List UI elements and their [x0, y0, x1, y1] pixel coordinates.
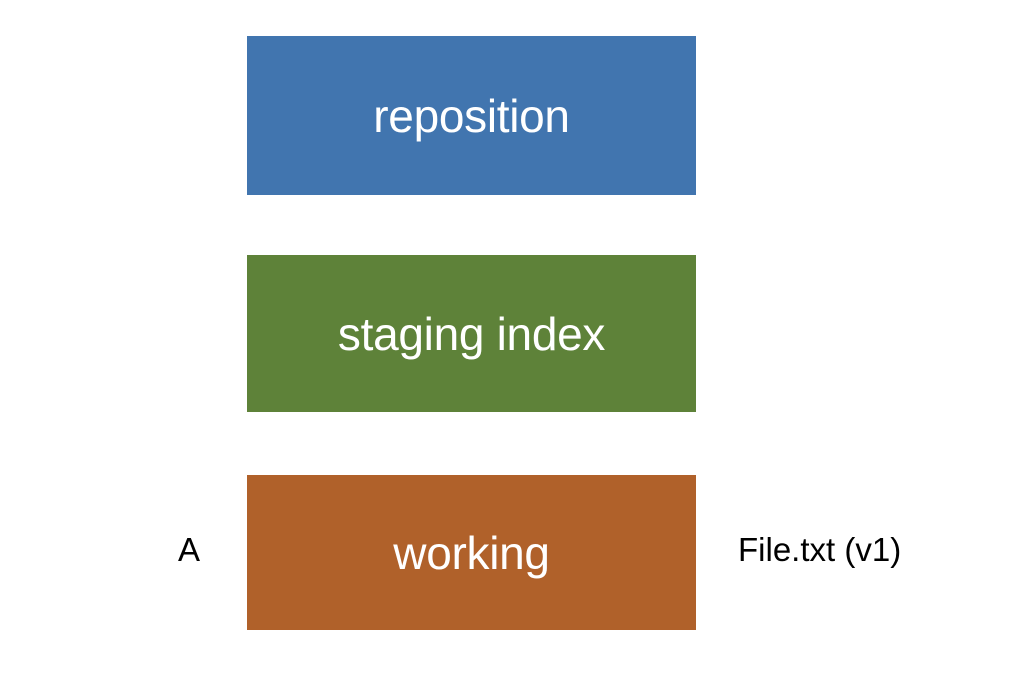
staging-index-box-label: staging index	[337, 307, 606, 360]
working-box-label: working	[393, 526, 550, 579]
file-version-annotation: File.txt (v1)	[738, 531, 902, 568]
left-marker-annotation: A	[178, 531, 201, 568]
repository-box-label: reposition	[373, 89, 570, 142]
staging-index-box[interactable]: staging index	[247, 255, 696, 412]
working-box[interactable]: working	[247, 475, 696, 630]
repository-box[interactable]: reposition	[247, 36, 696, 195]
